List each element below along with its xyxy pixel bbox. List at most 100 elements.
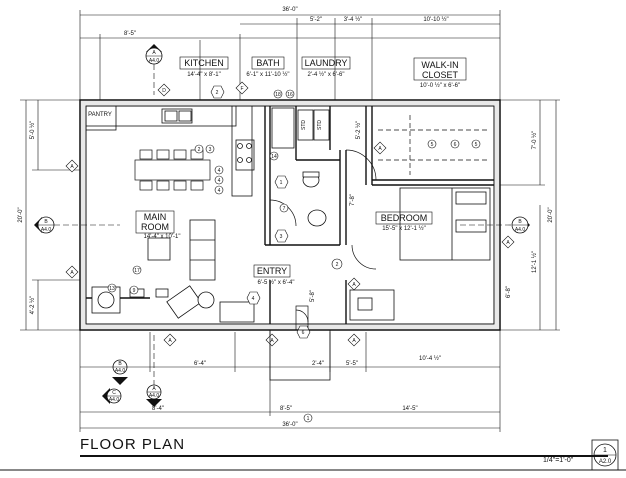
title-underline [80, 455, 608, 457]
dim-overall-bottom: 36'-0" [282, 422, 297, 428]
dim-bottom-b: 2'-4" [312, 361, 324, 367]
dim-bed-v: 6'-8" [506, 286, 512, 298]
svg-text:14: 14 [271, 154, 277, 160]
svg-text:A: A [506, 240, 510, 246]
svg-text:A4.0: A4.0 [41, 227, 52, 233]
laundry-name: LAUNDRY [305, 58, 348, 68]
dim-right-bed: 12'-1 ½" [531, 251, 538, 273]
laundry-size: 2'-4 ½" x 6'-6" [308, 71, 345, 78]
pantry-label: PANTRY [88, 112, 112, 118]
svg-text:1: 1 [307, 416, 310, 422]
dimension-lines-right [500, 99, 560, 331]
kitchen-counters [85, 105, 255, 197]
living-furniture [91, 219, 255, 323]
main-room-name-1: MAIN [144, 212, 167, 222]
door-swings [269, 149, 377, 331]
section-marker-left: B A4.0 [34, 216, 120, 234]
section-marker-top: A A4.0 [145, 44, 163, 95]
bath-name: BATH [256, 58, 279, 68]
section-marker-bottom-2: C A4.0 [102, 388, 122, 404]
svg-text:6: 6 [454, 142, 457, 148]
callout-tags [65, 81, 515, 347]
dim-left-lower: 4'-2 ½" [29, 296, 36, 315]
svg-text:7: 7 [283, 206, 286, 212]
bath-fixtures [271, 107, 330, 227]
svg-text:5: 5 [431, 142, 434, 148]
dim-laundry-v: 5'-2 ½" [355, 121, 362, 140]
svg-text:4: 4 [252, 296, 255, 302]
svg-text:B: B [518, 219, 522, 225]
kitchen-name: KITCHEN [184, 58, 224, 68]
dim-top-kitchen: 8'-5" [124, 31, 136, 37]
dim-bottom-mid: 8'-5" [280, 406, 292, 412]
section-marker-right: B A4.0 [460, 216, 530, 234]
sheet-number: 1 [603, 447, 607, 454]
main-room-name-2: ROOM [141, 222, 169, 232]
closet-shelves [378, 115, 490, 175]
bath-size: 6'-1" x 11'-10 ½" [246, 71, 289, 78]
svg-text:D: D [162, 88, 166, 94]
svg-text:1: 1 [280, 180, 283, 186]
svg-text:A: A [352, 282, 356, 288]
svg-text:A4.0: A4.0 [115, 368, 126, 374]
svg-text:4: 4 [218, 178, 221, 184]
entry-name: ENTRY [257, 266, 287, 276]
dim-entry-v: 5'-8" [310, 290, 316, 302]
svg-text:16: 16 [287, 92, 293, 98]
svg-text:9: 9 [133, 288, 136, 294]
dimension-lines-left [20, 99, 80, 331]
svg-text:17: 17 [134, 268, 140, 274]
section-marker-bottom-3: A A4.0 [146, 335, 162, 407]
closet-size: 10'-0 ½" x 6'-6" [420, 82, 460, 89]
svg-text:13: 13 [109, 286, 115, 292]
svg-text:6: 6 [302, 330, 305, 336]
svg-text:A4.0: A4.0 [149, 393, 160, 399]
dimension-lines-top [79, 10, 501, 100]
svg-text:4: 4 [218, 188, 221, 194]
dim-bath-v: 7'-8" [350, 194, 356, 206]
room-labels: KITCHEN 14'-4" x 8'-1" BATH 6'-1" x 11'-… [141, 58, 460, 286]
kitchen-size: 14'-4" x 8'-1" [187, 72, 221, 78]
section-marker-bottom-1: B A4.0 [112, 359, 128, 385]
bedroom-name: BEDROOM [381, 213, 428, 223]
closet-name-2: CLOSET [422, 70, 459, 80]
pantry-box [85, 105, 117, 131]
svg-text:STD: STD [301, 120, 307, 130]
dim-bottom-right: 14'-5" [402, 406, 417, 412]
svg-text:A4.0: A4.0 [149, 58, 160, 64]
entry-porch [269, 329, 331, 381]
dim-top-closet: 10'-10 ½" [423, 16, 448, 23]
dim-bottom-a: 6'-4" [194, 361, 206, 367]
dim-bottom-c: 5'-5" [346, 361, 358, 367]
svg-text:B: B [44, 219, 48, 225]
svg-text:A: A [378, 146, 382, 152]
entry-size: 6'-5 ½" x 6'-4" [258, 279, 295, 286]
drawing-title: FLOOR PLAN [80, 436, 186, 453]
svg-text:18: 18 [275, 92, 281, 98]
svg-text:2: 2 [336, 262, 339, 268]
svg-text:C: C [112, 390, 116, 396]
svg-text:A: A [152, 50, 156, 56]
numbered-callouts [107, 89, 481, 295]
svg-text:A: A [70, 164, 74, 170]
dim-top-laundry: 3'-4 ½" [344, 16, 363, 23]
svg-text:4: 4 [218, 168, 221, 174]
entry-desk [349, 289, 395, 321]
dim-overall-top: 36'-0" [282, 7, 297, 13]
svg-text:A: A [352, 338, 356, 344]
svg-text:A: A [70, 270, 74, 276]
svg-text:2: 2 [216, 90, 219, 96]
dining-table [134, 149, 211, 191]
closet-name-1: WALK-IN [421, 60, 458, 70]
svg-text:2: 2 [198, 147, 201, 153]
dim-left-upper: 5'-0 ½" [29, 121, 36, 140]
dim-right-overall: 20'-0" [548, 207, 554, 222]
svg-text:A4.0: A4.0 [109, 397, 120, 403]
dim-right-closet: 7'-0 ½" [531, 131, 538, 150]
sheet-ref: A2.0 [599, 459, 612, 465]
dimension-lines-bottom [79, 330, 501, 432]
bedroom-size: 15'-5" x 12'-1 ½" [382, 225, 426, 232]
dim-bottom-left: 8'-4" [152, 406, 164, 412]
svg-text:5: 5 [475, 142, 478, 148]
